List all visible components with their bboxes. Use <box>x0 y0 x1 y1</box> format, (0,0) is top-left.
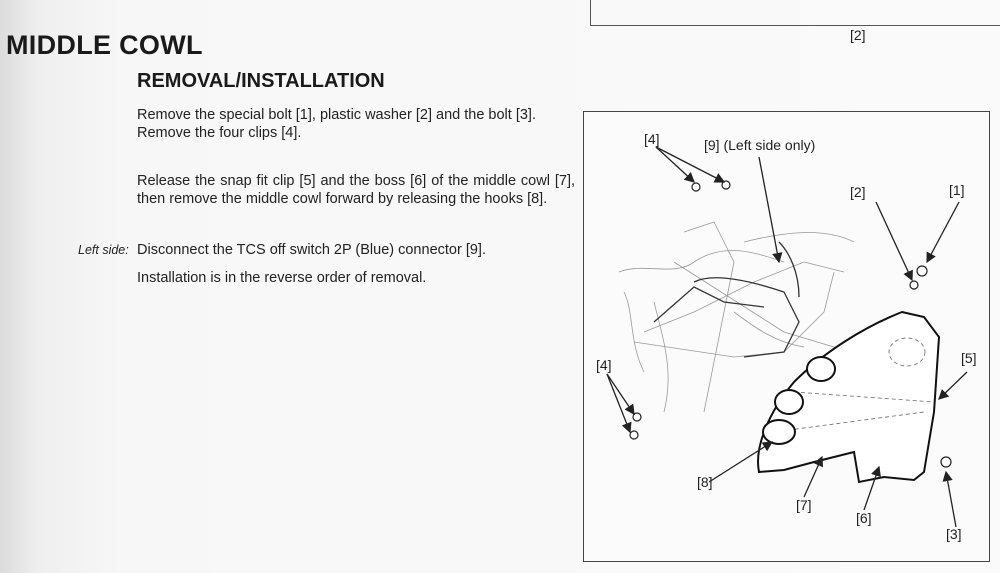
step-remove-bolts: Remove the special bolt [1], plastic was… <box>137 106 575 142</box>
callout-7: [7] <box>796 497 812 513</box>
callout-2: [2] <box>850 184 866 200</box>
callout-6: [6] <box>856 510 872 526</box>
callout-9: [9] (Left side only) <box>704 137 816 153</box>
callout-1: [1] <box>949 182 965 198</box>
step-release-clips: Release the snap fit clip [5] and the bo… <box>137 173 575 207</box>
step-installation-note: Installation is in the reverse order of … <box>137 270 427 286</box>
callout-3: [3] <box>946 526 962 542</box>
left-side-label: Left side: <box>78 243 129 257</box>
callout-5: [5] <box>961 350 977 366</box>
step-text: Remove the four clips [4]. <box>137 125 302 141</box>
section-title: MIDDLE COWL <box>6 30 203 60</box>
previous-figure-box <box>590 0 1000 26</box>
step-text: Remove the special bolt [1], plastic was… <box>137 107 536 123</box>
cowl-illustration <box>606 146 968 528</box>
subsection-title: REMOVAL/INSTALLATION <box>137 70 385 92</box>
callout-8: [8] <box>697 474 713 490</box>
previous-figure-callout: [2] <box>850 27 866 43</box>
middle-cowl-figure: [4] [9] (Left side only) [2] [1] [5] [4]… <box>583 111 990 562</box>
callout-4-left: [4] <box>596 357 612 373</box>
step-disconnect-connector: Disconnect the TCS off switch 2P (Blue) … <box>137 242 486 258</box>
callout-4-top: [4] <box>644 131 660 147</box>
